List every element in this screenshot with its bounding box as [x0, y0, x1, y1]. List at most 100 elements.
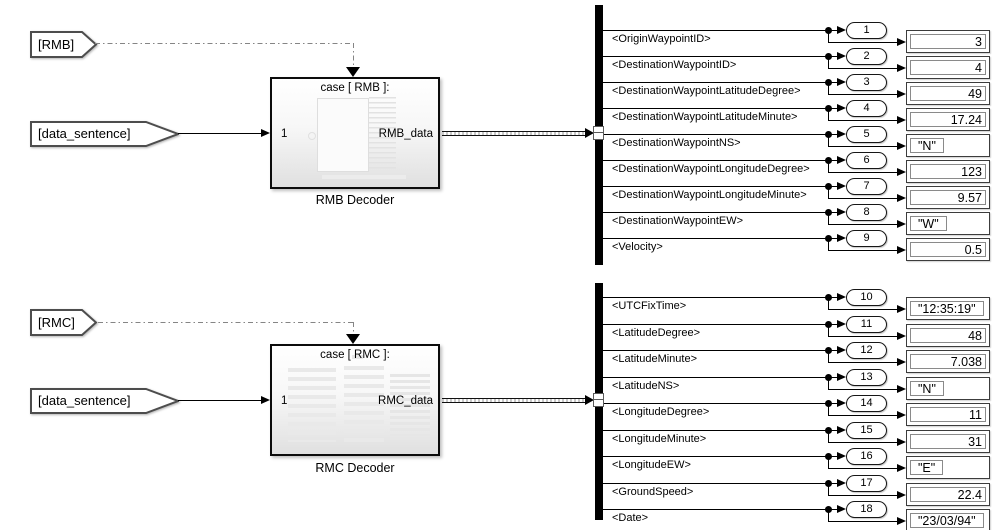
- outport-number: 17: [860, 476, 873, 489]
- outport-number: 18: [860, 502, 873, 515]
- block-content-preview: [322, 175, 406, 179]
- display-value: "W": [910, 216, 947, 231]
- display-value: "12:35:19": [910, 301, 984, 316]
- outport-number: 14: [860, 396, 873, 409]
- arrowhead-icon: [261, 395, 270, 404]
- branch-line: [828, 120, 898, 121]
- display-block[interactable]: "E": [906, 456, 990, 479]
- display-block[interactable]: 4: [906, 56, 990, 79]
- outport-block[interactable]: 16: [846, 447, 887, 465]
- arrowhead-icon: [897, 410, 906, 419]
- control-wire[interactable]: [353, 322, 354, 335]
- arrowhead-icon: [837, 233, 846, 242]
- arrowhead-icon: [897, 331, 906, 340]
- outport-block[interactable]: 15: [846, 421, 887, 439]
- outport-block[interactable]: 6: [846, 151, 887, 169]
- arrowhead-icon: [897, 490, 906, 499]
- signal-line[interactable]: [603, 82, 839, 83]
- signal-line[interactable]: [603, 160, 839, 161]
- arrowhead-icon: [837, 129, 846, 138]
- signal-line[interactable]: [603, 30, 839, 31]
- display-block[interactable]: 9.57: [906, 186, 990, 209]
- signal-line[interactable]: [603, 297, 839, 298]
- branch-line: [828, 350, 829, 362]
- bus-wire[interactable]: [442, 130, 587, 136]
- outport-block[interactable]: 10: [846, 288, 887, 306]
- outport-number: 11: [860, 317, 873, 330]
- signal-line[interactable]: [603, 403, 839, 404]
- block-content-preview: [288, 368, 336, 442]
- display-block[interactable]: 17.24: [906, 108, 990, 131]
- outport-block[interactable]: 8: [846, 203, 887, 221]
- arrowhead-icon: [897, 89, 906, 98]
- from-tag-rmc[interactable]: [RMC]: [30, 309, 98, 336]
- bus-wire[interactable]: [442, 397, 587, 403]
- rmc-decoder-block[interactable]: case [ RMC ]: 1 RMC_data: [270, 344, 440, 456]
- display-block[interactable]: "12:35:19": [906, 297, 990, 320]
- arrowhead-icon: [837, 425, 846, 434]
- signal-line[interactable]: [603, 238, 839, 239]
- signal-wire[interactable]: [178, 133, 262, 134]
- branch-line: [828, 456, 829, 468]
- outport-block[interactable]: 2: [846, 47, 887, 65]
- signal-line[interactable]: [603, 186, 839, 187]
- display-block[interactable]: 49: [906, 82, 990, 105]
- branch-line: [828, 224, 898, 225]
- outport-block[interactable]: 12: [846, 341, 887, 359]
- outport-block[interactable]: 3: [846, 73, 887, 91]
- signal-line[interactable]: [603, 456, 839, 457]
- signal-line[interactable]: [603, 509, 839, 510]
- display-block[interactable]: "W": [906, 212, 990, 235]
- signal-line[interactable]: [603, 430, 839, 431]
- outport-block[interactable]: 9: [846, 229, 887, 247]
- from-tag-rmb[interactable]: [RMB]: [30, 31, 98, 58]
- outport-block[interactable]: 17: [846, 474, 887, 492]
- rmb-decoder-block[interactable]: case [ RMB ]: 1 RMB_data: [270, 77, 440, 189]
- arrowhead-icon: [837, 155, 846, 164]
- signal-line[interactable]: [603, 56, 839, 57]
- display-block[interactable]: 48: [906, 324, 990, 347]
- display-block[interactable]: 31: [906, 430, 990, 453]
- from-tag-data-sentence[interactable]: [data_sentence]: [30, 388, 179, 414]
- arrowhead-down-icon: [346, 334, 360, 344]
- signal-line[interactable]: [603, 212, 839, 213]
- signal-line[interactable]: [603, 377, 839, 378]
- signal-line[interactable]: [603, 350, 839, 351]
- signal-line[interactable]: [603, 324, 839, 325]
- outport-block[interactable]: 13: [846, 368, 887, 386]
- outport-number: 8: [863, 205, 870, 218]
- display-value: 31: [910, 434, 986, 449]
- signal-line[interactable]: [603, 108, 839, 109]
- signal-line[interactable]: [603, 134, 839, 135]
- outport-block[interactable]: 5: [846, 125, 887, 143]
- from-tag-data-sentence[interactable]: [data_sentence]: [30, 121, 179, 147]
- display-value: "E": [910, 460, 944, 475]
- outport-block[interactable]: 4: [846, 99, 887, 117]
- outport-block[interactable]: 11: [846, 315, 887, 333]
- display-block[interactable]: "N": [906, 377, 990, 400]
- signal-name-label: <LongitudeEW>: [612, 459, 691, 471]
- display-block[interactable]: 3: [906, 30, 990, 53]
- display-block[interactable]: "23/03/94": [906, 509, 990, 530]
- branch-line: [828, 297, 829, 309]
- tag-label: [data_sentence]: [38, 393, 131, 408]
- display-block[interactable]: 22.4: [906, 483, 990, 506]
- display-block[interactable]: 123: [906, 160, 990, 183]
- outport-block[interactable]: 7: [846, 177, 887, 195]
- arrowhead-icon: [897, 115, 906, 124]
- display-block[interactable]: 0.5: [906, 238, 990, 261]
- outport-label: RMB_data: [378, 128, 433, 140]
- signal-wire[interactable]: [178, 400, 262, 401]
- display-block[interactable]: 7.038: [906, 350, 990, 373]
- control-wire[interactable]: [353, 43, 354, 68]
- display-block[interactable]: "N": [906, 134, 990, 157]
- signal-line[interactable]: [603, 483, 839, 484]
- display-block[interactable]: 11: [906, 403, 990, 426]
- control-wire[interactable]: [95, 43, 353, 44]
- outport-block[interactable]: 1: [846, 21, 887, 39]
- outport-block[interactable]: 18: [846, 500, 887, 518]
- branch-line: [828, 134, 829, 146]
- outport-block[interactable]: 14: [846, 394, 887, 412]
- branch-line: [828, 68, 898, 69]
- control-wire[interactable]: [98, 322, 353, 323]
